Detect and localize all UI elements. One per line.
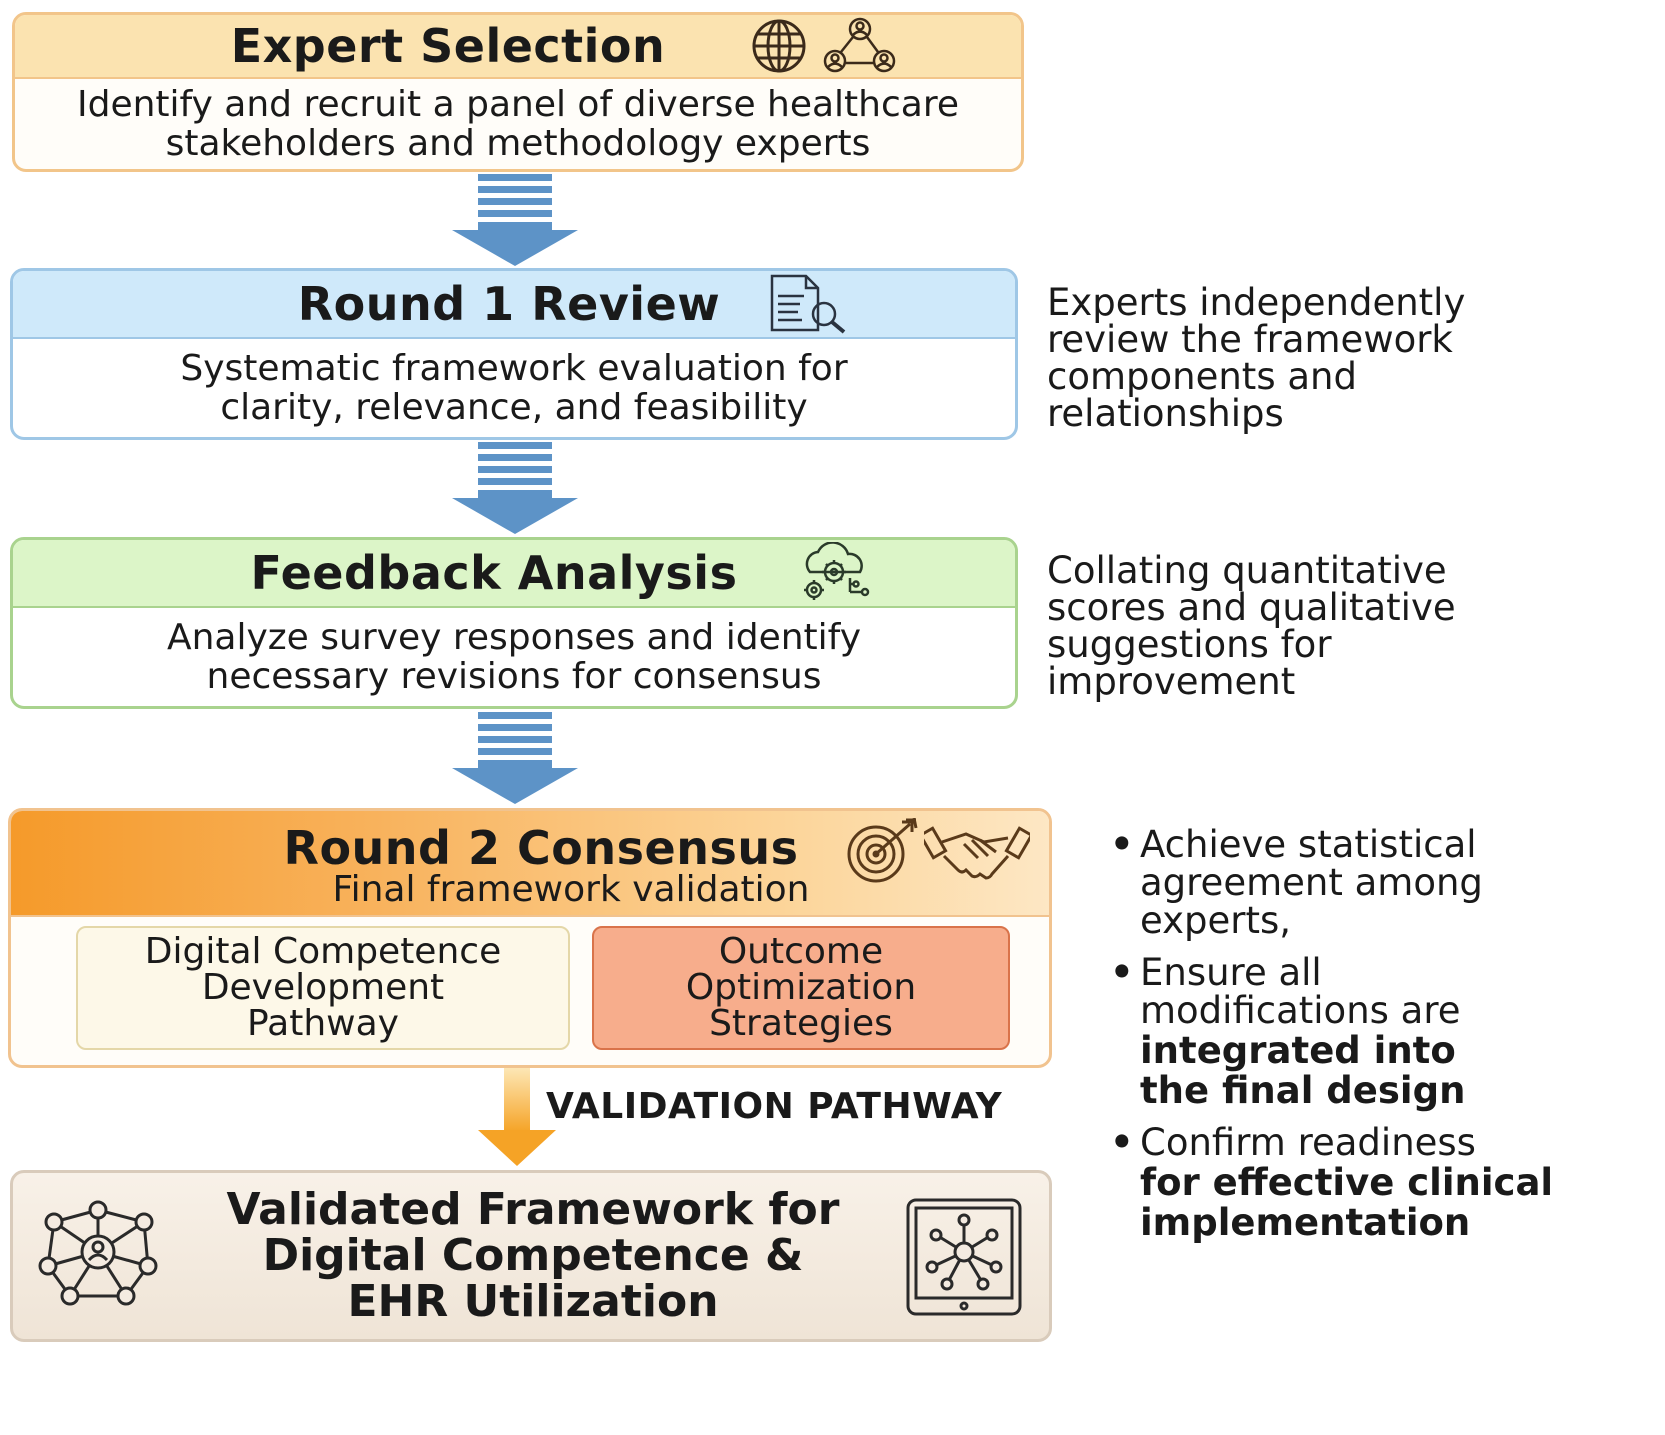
step-feedback-analysis: Feedback Analysis Analyze survey respons… [10,537,1018,709]
network-people-icon [38,1200,158,1306]
sub-box-digital-competence: Digital Competence Development Pathway [76,926,570,1050]
sub-box-outcome-optimization: Outcome Optimization Strategies [592,926,1010,1050]
round1-note: Experts independently review the framewo… [1047,281,1466,435]
feedback-note: Collating quantitative scores and qualit… [1047,549,1456,703]
step-description: Identify and recruit a panel of diverse … [76,84,960,164]
bullet-item: • Ensure all modifications are integrate… [1110,951,1466,1112]
step-title: Round 1 Review [297,277,721,331]
step-title: Feedback Analysis [250,546,738,600]
globe-icon [752,19,806,73]
step-title: Expert Selection [230,19,666,73]
bullet-item: • Confirm readiness for effective clinic… [1110,1121,1554,1244]
validation-arrow [478,1068,556,1166]
down-arrow-3 [452,712,578,804]
step-expert-selection-header: Expert Selection [15,15,1021,79]
handshake-icon [924,826,1030,880]
round2-bullet-list: • Achieve statistical agreement among ex… [1110,826,1660,1256]
cloud-gears-icon [804,542,870,600]
final-validated-framework: Validated Framework for Digital Competen… [10,1170,1052,1342]
step-subtitle: Final framework validation [332,869,810,910]
target-icon [847,818,918,883]
step-description: Analyze survey responses and identify ne… [166,617,862,697]
validation-pathway-label: VALIDATION PATHWAY [546,1086,1003,1127]
document-search-icon [770,274,846,334]
step-description: Systematic framework evaluation for clar… [180,348,848,428]
step-round1-header: Round 1 Review [13,271,1015,339]
tablet-network-icon [906,1198,1022,1316]
people-network-icon [823,17,896,73]
step-title: Round 2 Consensus [283,821,799,875]
step-round1-review: Round 1 Review Systematic framework eval… [10,268,1018,440]
final-title: Validated Framework for Digital Competen… [226,1184,840,1327]
down-arrow-1 [452,174,578,266]
down-arrow-2 [452,442,578,534]
bullet-item: • Achieve statistical agreement among ex… [1110,823,1483,942]
